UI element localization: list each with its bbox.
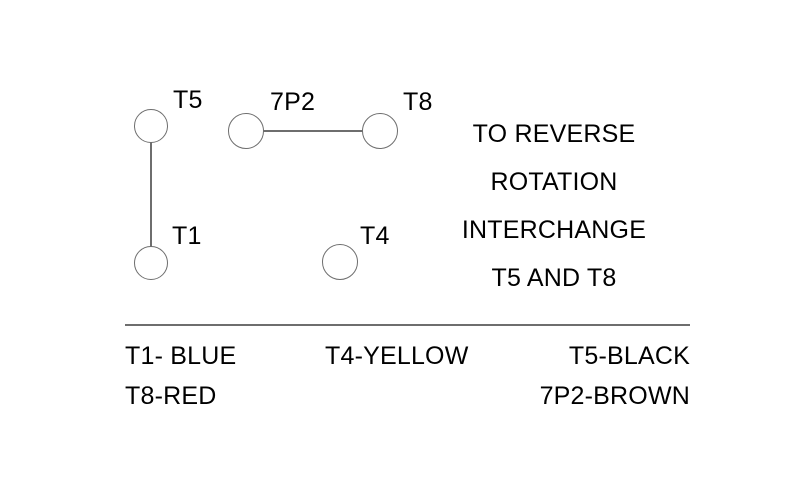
wire-color-legend: T1- BLUE T4-YELLOW T5-BLACK T8-RED 7P2-B… <box>125 336 690 416</box>
reverse-rotation-note: TO REVERSE ROTATION INTERCHANGE T5 AND T… <box>438 110 670 302</box>
terminal-label-t1: T1 <box>172 222 202 250</box>
legend-item-t4: T4-YELLOW <box>325 342 469 370</box>
legend-item-t1: T1- BLUE <box>125 342 237 370</box>
legend-item-t8: T8-RED <box>125 382 217 410</box>
legend-row: T1- BLUE T4-YELLOW T5-BLACK <box>125 336 690 376</box>
note-line-4: T5 AND T8 <box>491 264 617 292</box>
legend-item-t5: T5-BLACK <box>568 342 690 370</box>
wire-t5-to-t1 <box>150 142 152 247</box>
note-line-3: INTERCHANGE <box>461 216 647 244</box>
terminal-circle-7p2[interactable] <box>228 113 264 149</box>
terminal-circle-t1[interactable] <box>134 246 168 280</box>
legend-item-7p2: 7P2-BROWN <box>539 382 690 410</box>
note-line-1: TO REVERSE <box>472 120 636 148</box>
legend-divider <box>125 324 690 326</box>
terminal-label-t5: T5 <box>173 86 203 114</box>
terminal-label-t8: T8 <box>403 88 433 116</box>
terminal-circle-t8[interactable] <box>362 113 398 149</box>
wire-7p2-to-t8 <box>263 130 363 132</box>
terminal-label-7p2: 7P2 <box>270 88 316 116</box>
terminal-circle-t5[interactable] <box>134 109 168 143</box>
terminal-circle-t4[interactable] <box>322 244 358 280</box>
terminal-label-t4: T4 <box>360 222 390 250</box>
legend-row: T8-RED 7P2-BROWN <box>125 376 690 416</box>
note-line-2: ROTATION <box>490 168 618 196</box>
